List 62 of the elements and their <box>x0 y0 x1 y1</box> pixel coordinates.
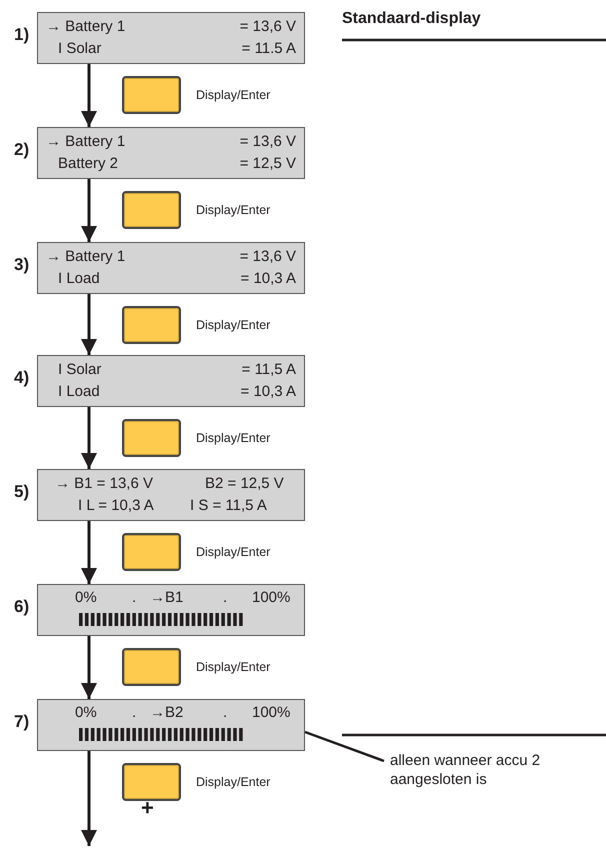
key-label: Display/Enter <box>196 659 270 675</box>
display-text: = 13,6 V <box>240 249 296 265</box>
display-text: I Load <box>58 271 100 287</box>
display-text: B2 = 12,5 V <box>205 476 284 492</box>
display-text: → Battery 1 <box>46 249 126 265</box>
title: Standaard-display <box>342 11 481 27</box>
display-text: = 13,6 V <box>240 134 296 150</box>
lcd-display <box>37 127 305 179</box>
display-text: 100% <box>252 705 290 721</box>
display-text: I Load <box>58 384 100 400</box>
display-text: → Battery 1 <box>46 19 126 35</box>
display-text: = 10,3 A <box>240 384 296 400</box>
arrow <box>81 179 97 242</box>
key-label: Display/Enter <box>196 202 270 218</box>
key-label: Display/Enter <box>196 87 270 103</box>
display-text: I S = 11,5 A <box>190 498 267 514</box>
step-number: 7) <box>14 714 30 730</box>
arrow <box>81 751 97 846</box>
key-label: Display/Enter <box>196 317 270 333</box>
display-text: = 12,5 V <box>240 156 296 172</box>
arrow <box>81 636 97 699</box>
key-label: Display/Enter <box>196 774 270 790</box>
display-text: = 13,6 V <box>240 19 296 35</box>
display-text: . <box>132 590 136 606</box>
lcd-display <box>37 699 305 751</box>
lcd-display <box>37 355 305 407</box>
leader-line <box>304 730 384 762</box>
display-text: →B1 <box>150 590 184 606</box>
display-text: Battery 2 <box>58 156 118 172</box>
annotation-text: alleen wanneer accu 2 aangesloten is <box>390 751 542 789</box>
step-number: 4) <box>14 370 30 386</box>
lcd-display <box>37 242 305 294</box>
arrow <box>81 521 97 584</box>
display-text: I L = 10,3 A <box>78 498 154 514</box>
display-text: I Solar <box>58 362 102 378</box>
step-number: 1) <box>14 27 30 43</box>
display-text: 100% <box>252 590 290 606</box>
plus-sign-label: + <box>141 800 154 816</box>
arrow <box>81 407 97 469</box>
step-number: 2) <box>14 142 30 158</box>
display-text: . <box>223 705 228 721</box>
step-number: 6) <box>14 599 30 615</box>
display-text: . <box>223 590 228 606</box>
display-text: 0% <box>75 590 97 606</box>
lcd-display <box>37 12 305 64</box>
step-number: 3) <box>14 257 30 273</box>
display-text: = 11.5 A <box>242 41 296 57</box>
display-text: = 11,5 A <box>242 362 296 378</box>
key-label: Display/Enter <box>196 430 270 446</box>
display-text: I Solar <box>58 41 102 57</box>
display-text: → Battery 1 <box>46 134 126 150</box>
step-number: 5) <box>14 484 30 500</box>
display-text: 0% <box>75 705 97 721</box>
display-text: →B2 <box>150 705 184 721</box>
lcd-display <box>37 469 305 521</box>
key-label: Display/Enter <box>196 544 270 560</box>
arrow <box>81 64 97 127</box>
display-text: . <box>132 705 136 721</box>
arrow <box>81 294 97 355</box>
display-text: → B1 = 13,6 V <box>55 476 153 492</box>
lcd-display <box>37 584 305 636</box>
display-text: = 10,3 A <box>240 271 296 287</box>
